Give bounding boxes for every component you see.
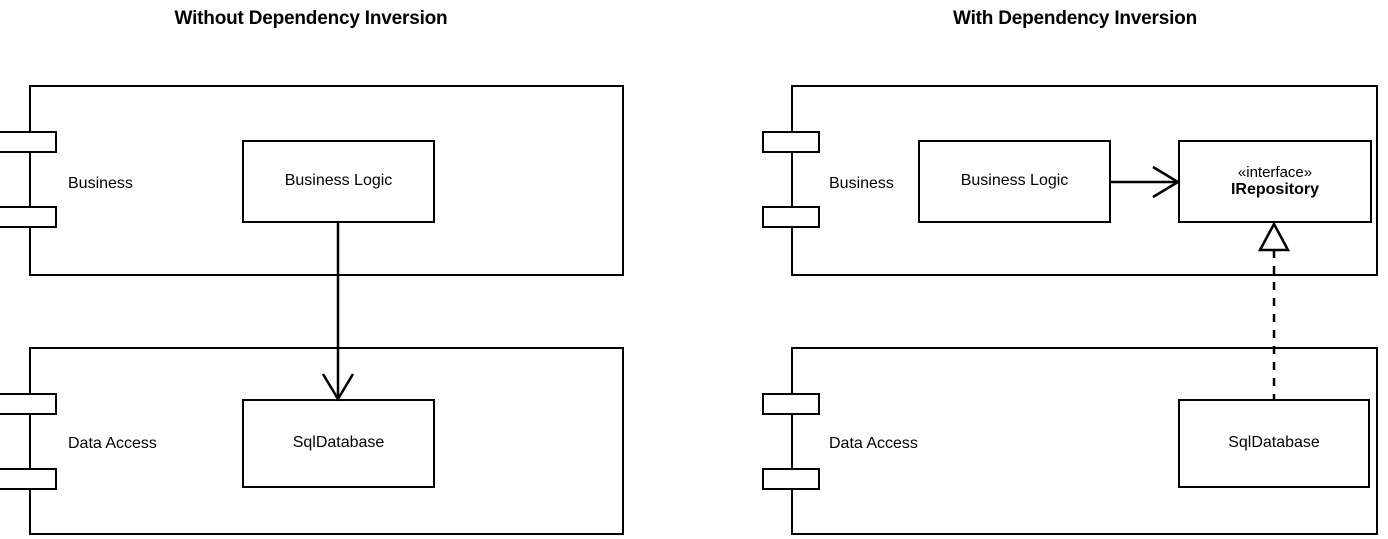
class-name-sql-database-with: SqlDatabase (1228, 434, 1320, 452)
package-stub-data-access-top-with (762, 393, 820, 415)
interface-stereotype-irepository: «interface» (1237, 163, 1313, 181)
package-label-business-without: Business (68, 175, 133, 192)
class-box-business-logic-without[interactable]: Business Logic (242, 140, 435, 223)
interface-box-irepository[interactable]: «interface» IRepository (1178, 140, 1372, 223)
panel-title-with-dependency-inversion: With Dependency Inversion (953, 8, 1197, 29)
class-name-sql-database-without: SqlDatabase (292, 434, 385, 452)
package-stub-business-bottom-without (0, 206, 57, 228)
class-box-sql-database-with[interactable]: SqlDatabase (1178, 399, 1370, 488)
class-box-sql-database-without[interactable]: SqlDatabase (242, 399, 435, 488)
package-label-business-with: Business (829, 175, 894, 192)
package-stub-data-access-bottom-with (762, 468, 820, 490)
package-stub-business-top-with (762, 131, 820, 153)
package-stub-business-bottom-with (762, 206, 820, 228)
package-label-data-access-without: Data Access (68, 435, 157, 452)
class-name-business-logic-with: Business Logic (960, 172, 1069, 190)
package-stub-data-access-top-without (0, 393, 57, 415)
package-stub-data-access-bottom-without (0, 468, 57, 490)
package-business-without (29, 85, 624, 276)
package-stub-business-top-without (0, 131, 57, 153)
package-data-access-with (791, 347, 1378, 535)
package-business-with (791, 85, 1378, 276)
package-data-access-without (29, 347, 624, 535)
class-name-business-logic-without: Business Logic (284, 172, 393, 190)
package-label-data-access-with: Data Access (829, 435, 918, 452)
interface-name-irepository: IRepository (1230, 180, 1319, 198)
class-box-business-logic-with[interactable]: Business Logic (918, 140, 1111, 223)
panel-title-without-dependency-inversion: Without Dependency Inversion (174, 8, 448, 29)
